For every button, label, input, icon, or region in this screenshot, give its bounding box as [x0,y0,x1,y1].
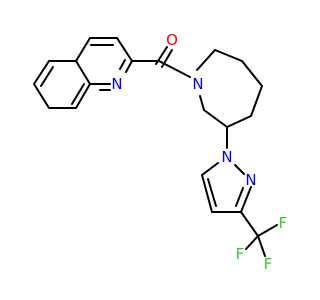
atom-label-o: O [166,31,178,49]
bond [201,174,213,213]
fluorine-atom-2: F [236,245,245,263]
bond-layer [33,37,278,257]
fluorine-atom-3: F [264,255,273,273]
atom-label-n: N [221,148,232,166]
piperidine-nitrogen-atom: N [192,75,203,93]
bond [207,178,217,207]
bond [240,186,252,213]
bond [155,46,168,65]
atom-label-n: N [111,75,122,93]
bond [158,60,191,78]
fluorine-atom-1: F [279,214,288,232]
bond [214,49,243,62]
atom-label-f: F [279,214,288,232]
bond [40,66,54,87]
atom-label-n: N [192,75,203,93]
bond [196,49,216,71]
bond [75,83,91,109]
molecule-structure: O N N N N F F F [33,31,287,273]
atom-label-layer: O N N N N F F F [111,31,287,273]
bond [33,83,50,109]
bond [240,211,259,237]
bond [241,60,263,87]
bond [250,85,263,117]
bond [75,60,91,85]
bond [71,83,85,105]
bond [245,235,259,250]
bond [33,60,50,85]
bond [234,164,245,175]
pyrazole-nitrogen-2-atom: N [245,171,256,189]
atom-label-f: F [236,245,245,263]
bond [75,37,91,62]
bond [199,95,205,111]
atom-label-f: F [264,255,273,273]
bond [116,37,133,62]
oxygen-atom: O [166,31,178,49]
atom-label-n: N [245,171,256,189]
bond [235,187,244,207]
bond [125,60,133,73]
bond [226,115,252,128]
bond [201,162,219,176]
bond [203,109,228,128]
quinoline-nitrogen-atom: N [111,75,122,93]
bond [257,235,266,257]
bond [119,59,126,70]
pyrazole-nitrogen-1-atom: N [221,148,232,166]
bond [257,224,278,237]
